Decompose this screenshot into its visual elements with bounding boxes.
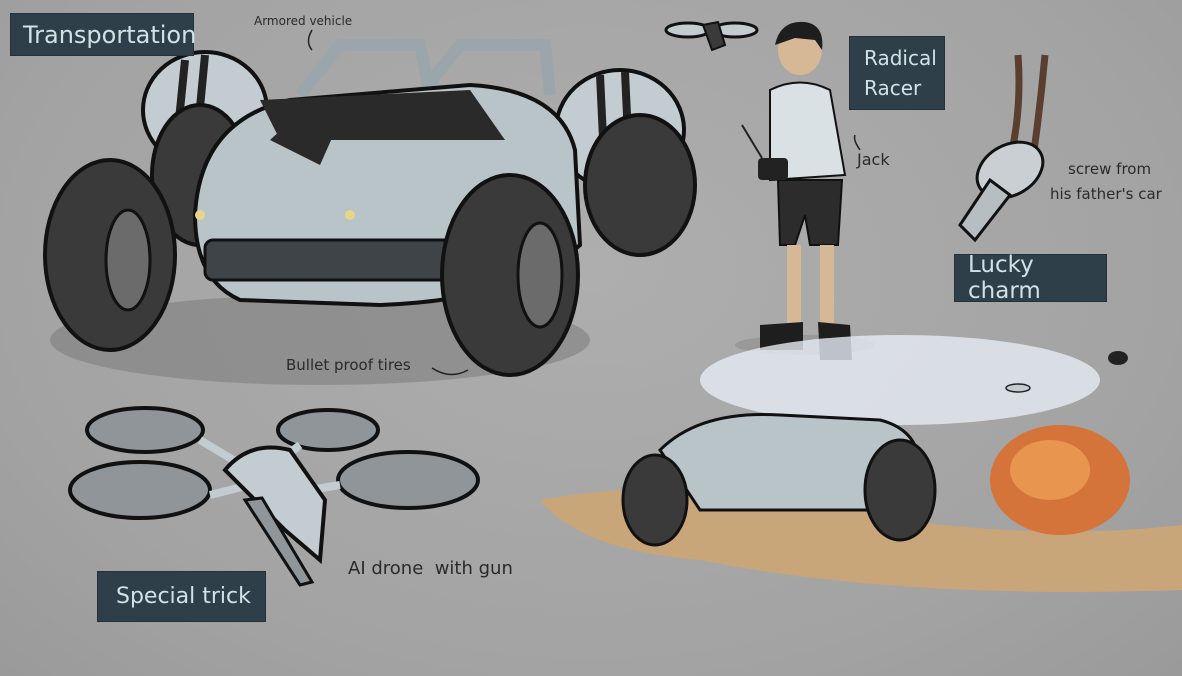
- action-scene-illustration: [540, 335, 1182, 592]
- transportation-label-text: Transportation: [23, 20, 197, 49]
- special-trick-label-text: Special trick: [116, 584, 251, 609]
- screw-note-line2: his father's car: [1050, 185, 1162, 203]
- bullet-proof-tires-note: Bullet proof tires: [286, 356, 411, 374]
- lucky-charm-label-text: Lucky charm: [968, 252, 1041, 304]
- lucky-charm-label: Lucky charm: [954, 252, 1107, 304]
- screw-note-line1: screw from: [1068, 160, 1152, 178]
- armored-vehicle-illustration: [43, 29, 697, 385]
- radical-racer-label: Radical Racer: [849, 36, 945, 110]
- radical-racer-line2: Racer: [864, 76, 922, 100]
- armored-vehicle-note: Armored vehicle: [254, 14, 353, 28]
- radical-racer-line1: Radical: [864, 46, 937, 70]
- jack-note: Jack: [857, 150, 890, 169]
- ai-drone-note: AI drone with gun: [348, 558, 513, 579]
- lucky-charm-screw-illustration: [958, 54, 1049, 243]
- transportation-label: Transportation: [10, 13, 197, 56]
- ai-drone-illustration: [68, 406, 480, 587]
- special-trick-label: Special trick: [97, 571, 266, 622]
- small-drone-illustration: [664, 20, 759, 52]
